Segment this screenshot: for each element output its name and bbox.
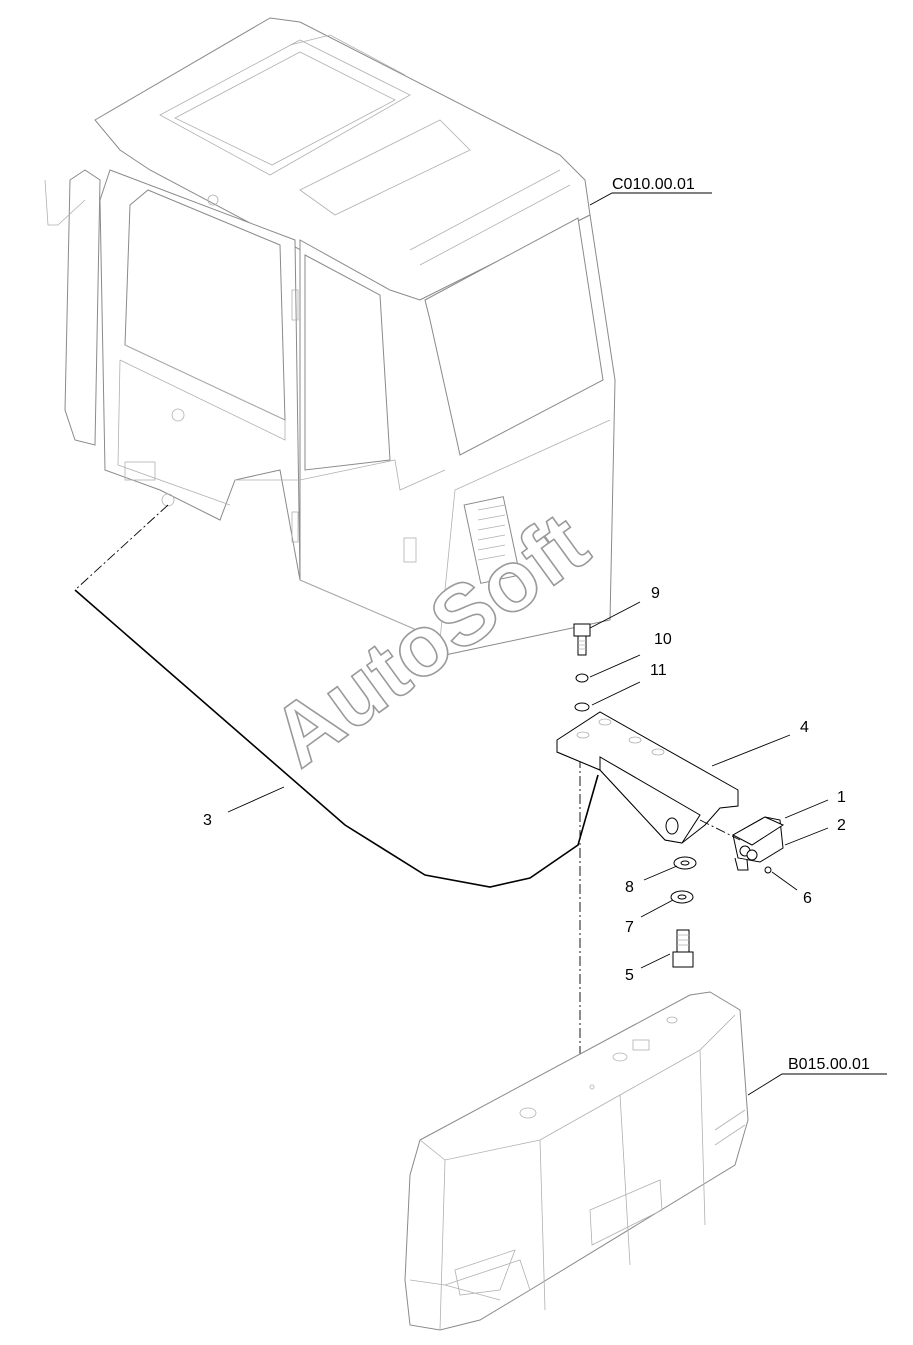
callout-5: 5 bbox=[625, 967, 634, 984]
callout-4: 4 bbox=[800, 719, 809, 736]
wiring-harness bbox=[74, 589, 599, 888]
callout-1: 1 bbox=[837, 789, 846, 806]
callout-10: 10 bbox=[654, 631, 672, 648]
callout-9: 9 bbox=[651, 585, 660, 602]
washer-10 bbox=[575, 673, 589, 683]
callout-7: 7 bbox=[625, 919, 634, 936]
counterweight-reference-label: B015.00.01 bbox=[788, 1056, 870, 1073]
washer-8-hole bbox=[680, 860, 690, 866]
clamp-1-2 bbox=[731, 816, 785, 871]
counterweight-reference: B015.00.01 bbox=[747, 1056, 887, 1096]
washer-7-hole bbox=[677, 894, 687, 900]
callout-11: 11 bbox=[650, 662, 667, 679]
callout-6: 6 bbox=[803, 890, 812, 907]
cab-reference: C010.00.01 bbox=[589, 176, 712, 206]
callout-8: 8 bbox=[625, 879, 634, 896]
callout-3: 3 bbox=[203, 812, 212, 829]
bracket-4 bbox=[556, 711, 739, 844]
callouts: 9 10 11 4 1 2 6 3 8 7 5 bbox=[203, 585, 846, 984]
counterweight bbox=[404, 991, 749, 1331]
bolt-9 bbox=[573, 623, 591, 656]
washer-11 bbox=[574, 702, 590, 712]
nut-6 bbox=[764, 866, 772, 874]
operator-cab bbox=[44, 17, 616, 656]
harness-dash-segment bbox=[74, 504, 169, 591]
clamp-alignment-line bbox=[699, 819, 741, 841]
callout-2: 2 bbox=[837, 817, 846, 834]
cab-reference-label: C010.00.01 bbox=[612, 176, 695, 193]
bolt-5 bbox=[672, 929, 694, 968]
